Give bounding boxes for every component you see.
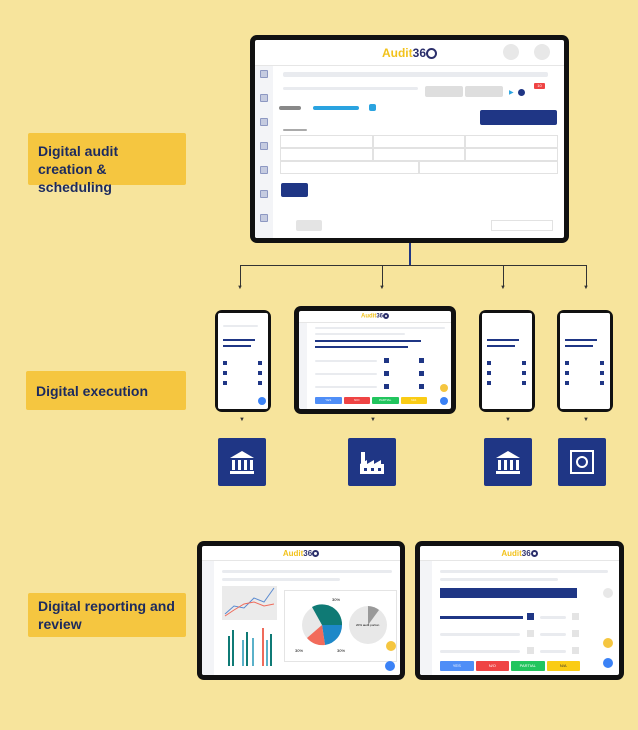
- create-audit-button[interactable]: [480, 110, 557, 125]
- mobile-tablet-3: [557, 310, 613, 412]
- form-field[interactable]: [465, 135, 558, 148]
- calculator-icon[interactable]: [503, 44, 519, 60]
- safe-icon: [558, 438, 606, 486]
- add-button[interactable]: [385, 661, 395, 671]
- filter-dropdown-1[interactable]: [425, 86, 463, 97]
- search-input[interactable]: [491, 220, 553, 231]
- help-icon[interactable]: [518, 89, 525, 96]
- stage-label-execution: Digital execution: [26, 371, 186, 410]
- reporting-tablet: Audit36 30% 30% 30% 20% audit portion: [197, 541, 405, 680]
- form-field[interactable]: [373, 148, 465, 161]
- no-button[interactable]: N/O: [343, 397, 370, 404]
- yes-button[interactable]: YES: [315, 397, 342, 404]
- connector: [240, 265, 587, 266]
- form-field[interactable]: [465, 148, 558, 161]
- na-button[interactable]: N/A: [400, 397, 427, 404]
- document-icon[interactable]: [534, 44, 550, 60]
- factory-icon: [348, 438, 396, 486]
- form-field[interactable]: [373, 135, 465, 148]
- connector: [409, 243, 411, 265]
- pie-caption: 20% audit portion: [356, 623, 380, 627]
- review-tablet: Audit36 YES N/O PARTIAL N/A: [415, 541, 624, 680]
- stage-label-reporting: Digital reporting and review: [28, 593, 186, 637]
- sidebar: [255, 66, 273, 238]
- info-icon[interactable]: [603, 588, 613, 598]
- page-size-select[interactable]: [296, 220, 322, 231]
- play-icon[interactable]: ▶: [509, 90, 514, 96]
- mobile-tablet-2: [479, 310, 535, 412]
- bar-chart: [222, 628, 277, 668]
- na-button[interactable]: N/A: [546, 661, 580, 671]
- add-button[interactable]: [603, 658, 613, 668]
- partial-button[interactable]: PARTIAL: [372, 397, 399, 404]
- pie-label: 30%: [332, 597, 341, 602]
- tablet-execution: Audit36 YES N/O PARTIAL N/A: [294, 306, 456, 414]
- form-field[interactable]: [419, 161, 558, 174]
- mobile-tablet-1: [215, 310, 271, 412]
- partial-button[interactable]: PARTIAL: [511, 661, 545, 671]
- stage-label-creation: Digital audit creation & scheduling: [28, 133, 186, 195]
- no-button[interactable]: N/O: [475, 661, 509, 671]
- app-logo: Audit36: [382, 46, 437, 60]
- yes-button[interactable]: YES: [440, 661, 474, 671]
- app-header: Audit36: [255, 40, 564, 66]
- submit-button[interactable]: [281, 183, 308, 197]
- pie-label: 30%: [295, 648, 304, 653]
- bank-icon: [484, 438, 532, 486]
- pie-label: 30%: [337, 648, 346, 653]
- form-field[interactable]: [280, 135, 373, 148]
- line-chart: [222, 586, 277, 620]
- form-field[interactable]: [280, 148, 373, 161]
- form-field[interactable]: [280, 161, 419, 174]
- add-button[interactable]: [440, 397, 448, 405]
- notification-badge[interactable]: 10: [534, 83, 545, 89]
- main-tablet: Audit36 ▶ 10: [250, 35, 569, 243]
- pie-chart-panel: 30% 30% 30% 20% audit portion: [284, 590, 397, 662]
- bank-icon: [218, 438, 266, 486]
- filter-dropdown-2[interactable]: [465, 86, 503, 97]
